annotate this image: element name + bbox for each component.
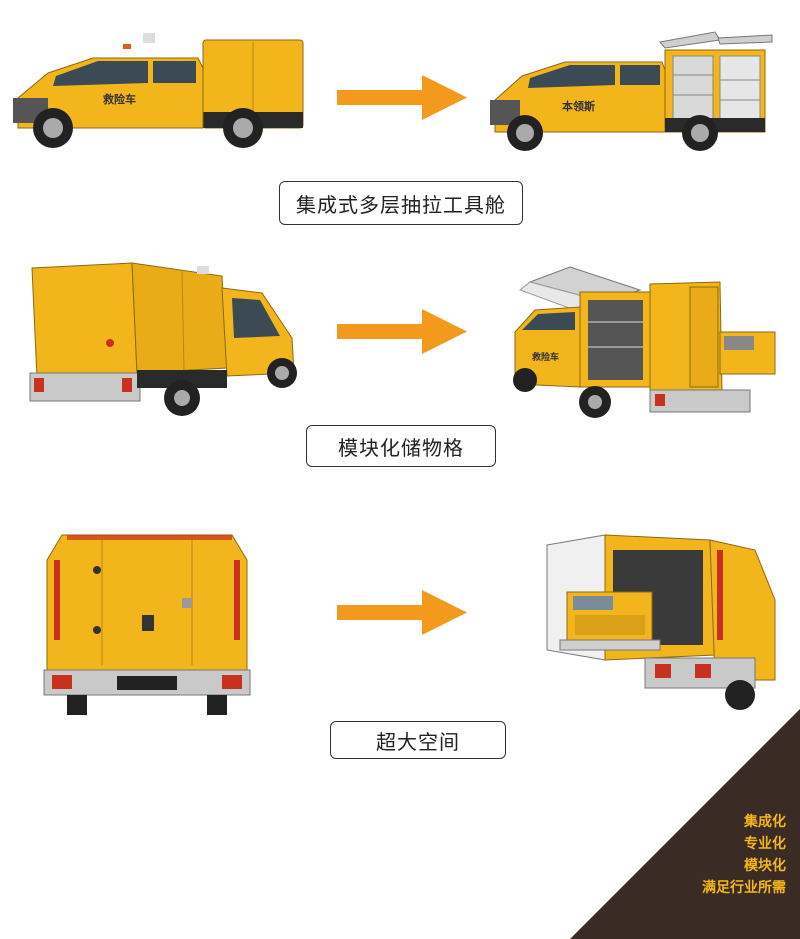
pickup-truck-open-rear-space <box>546 534 776 710</box>
slogan-list: 集成化 专业化 模块化 满足行业所需 <box>702 811 786 899</box>
pickup-truck-open-drawers-side: 本领斯 <box>490 31 773 151</box>
feature-caption-drawer-cabin: 集成式多层抽拉工具舱 <box>279 181 523 225</box>
right-arrow-icon <box>337 75 467 120</box>
slogan-modular: 模块化 <box>744 858 786 874</box>
slogan-industry-needs: 满足行业所需 <box>702 880 786 896</box>
pickup-truck-open-modules-rear-quarter: 救险车 <box>513 266 776 418</box>
right-arrow-icon <box>337 309 467 354</box>
corner-triangle-decoration <box>570 709 800 939</box>
pickup-truck-closed-rear-quarter <box>29 262 297 416</box>
feature-caption-large-space: 超大空间 <box>330 721 506 759</box>
right-arrow-icon <box>337 590 467 635</box>
pickup-truck-closed-side: 救险车 <box>13 33 304 148</box>
feature-caption-modular-storage: 模块化储物格 <box>306 425 496 467</box>
slogan-integrated: 集成化 <box>744 814 786 830</box>
slogan-professional: 专业化 <box>744 836 786 852</box>
pickup-truck-closed-rear <box>43 534 251 715</box>
truck-door-label: 本领斯 <box>562 99 595 113</box>
truck-door-label: 救险车 <box>103 92 136 106</box>
truck-door-label: 救险车 <box>532 351 559 363</box>
